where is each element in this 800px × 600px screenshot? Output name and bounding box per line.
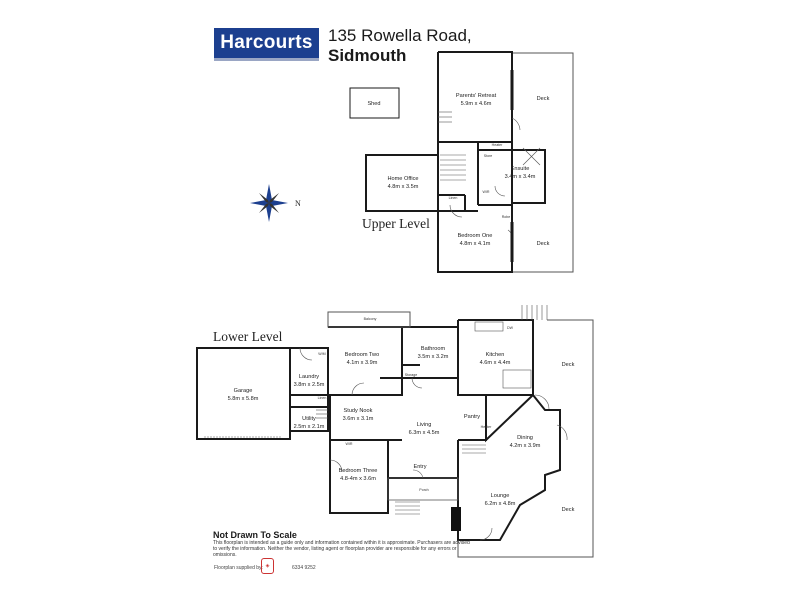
home-office-outline [365,154,438,212]
lower-deck-label-2: Deck [562,507,575,513]
porch-label: Porch [419,488,428,492]
wm-label: W/M [318,352,325,356]
lower-deck-outline [457,319,594,558]
home-office-size: 4.8m x 3.5m [388,184,419,190]
balcony-outline [327,311,411,328]
dining-outline [485,394,534,443]
parents-retreat-name: Parents' Retreat [456,93,497,99]
address-line-2: Sidmouth [328,46,407,65]
living-size: 6.3m x 4.5m [409,430,440,436]
study-nook-outline [328,394,402,441]
upper-deck-outline [512,52,574,273]
study-nook-name: Study Nook [344,408,373,414]
bedroom-one-name: Bedroom One [458,233,493,239]
dw-label: DW [507,326,514,330]
parents-retreat-size: 5.9m x 4.6m [461,101,492,107]
compass-label: N [295,199,301,208]
utility-name: Utility [302,416,316,422]
dining-name: Dining [517,435,533,441]
laundry-size: 3.8m x 2.5m [294,382,325,388]
study-nook-size: 3.6m x 3.1m [343,416,374,422]
living-name: Living [417,422,432,428]
lower-linen-label: Linen [318,396,327,400]
harcourts-logo: Harcourts [214,28,319,61]
kitchen-size: 4.6m x 4.4m [480,360,511,366]
storage-label: Storage [405,373,418,377]
bedroom-three-outline [329,440,389,514]
ensuite-outline [478,149,546,204]
robe-label: Robe [502,215,511,219]
provider-phone: 6334 9252 [292,565,316,571]
bathroom-outline [402,326,459,379]
floorplan-provider-logo-icon: ◈ [261,558,274,574]
not-to-scale-title: Not Drawn To Scale [213,530,297,540]
lounge-size: 6.2m x 4.8m [485,501,516,507]
upper-stairs [438,111,541,181]
entry-label: Entry [413,464,426,470]
store-label: Store [484,154,493,158]
upper-level-title: Upper Level [362,216,430,231]
lower-level-title: Lower Level [213,329,283,344]
lounge-name: Lounge [491,493,510,499]
upper-deck-label-2: Deck [537,241,550,247]
bedroom-three-size: 4.8-4m x 3.6m [340,476,376,482]
bedroom-three-name: Bedroom Three [339,468,378,474]
dining-size: 4.2m x 3.9m [510,443,541,449]
heater-label: Heater [492,143,504,147]
lower-stairs [316,305,548,515]
garage-size: 5.8m x 5.8m [228,396,259,402]
ensuite-name: Ensuite [511,166,530,172]
linen-label: Linen [449,196,458,200]
balcony-label: Balcony [364,317,377,321]
fireplace [451,507,461,531]
bathroom-size: 3.5m x 3.2m [418,354,449,360]
bathroom-name: Bathroom [421,346,446,352]
address-line-1: 135 Rowella Road, [328,26,472,45]
laundry-outline [290,347,329,432]
home-office-name: Home Office [388,176,419,182]
lower-heater-label: Heater [481,425,493,429]
lower-deck-label: Deck [562,362,575,368]
shed-label: Shed [367,101,380,107]
shed-outline [349,87,400,119]
bedroom-two-name: Bedroom Two [345,352,379,358]
upper-doors [449,117,521,246]
bedroom-one-size: 4.8m x 4.1m [460,241,491,247]
upper-building-outline [437,51,513,273]
kitchen-name: Kitchen [486,352,505,358]
disclaimer-text: This floorplan is intended as a guide on… [213,540,470,558]
lower-wir-label: WIR [346,442,353,446]
compass-rose-icon [250,184,288,222]
floorplan-supplied-label: Floorplan supplied by: [214,565,263,571]
lower-doors [299,347,568,541]
wir-label: WIR [483,190,490,194]
lounge-outline [457,320,561,541]
ensuite-size: 3.4m x 3.4m [505,174,536,180]
utility-size: 2.5m x 2.1m [294,424,325,430]
pantry-label: Pantry [464,414,480,420]
bedroom-two-size: 4.1m x 3.9m [347,360,378,366]
kitchen-island [502,369,532,389]
laundry-name: Laundry [299,374,319,380]
garage-name: Garage [234,388,253,394]
kitchen-bench [474,321,504,332]
garage-outline [196,347,291,440]
upper-deck-label: Deck [537,96,550,102]
